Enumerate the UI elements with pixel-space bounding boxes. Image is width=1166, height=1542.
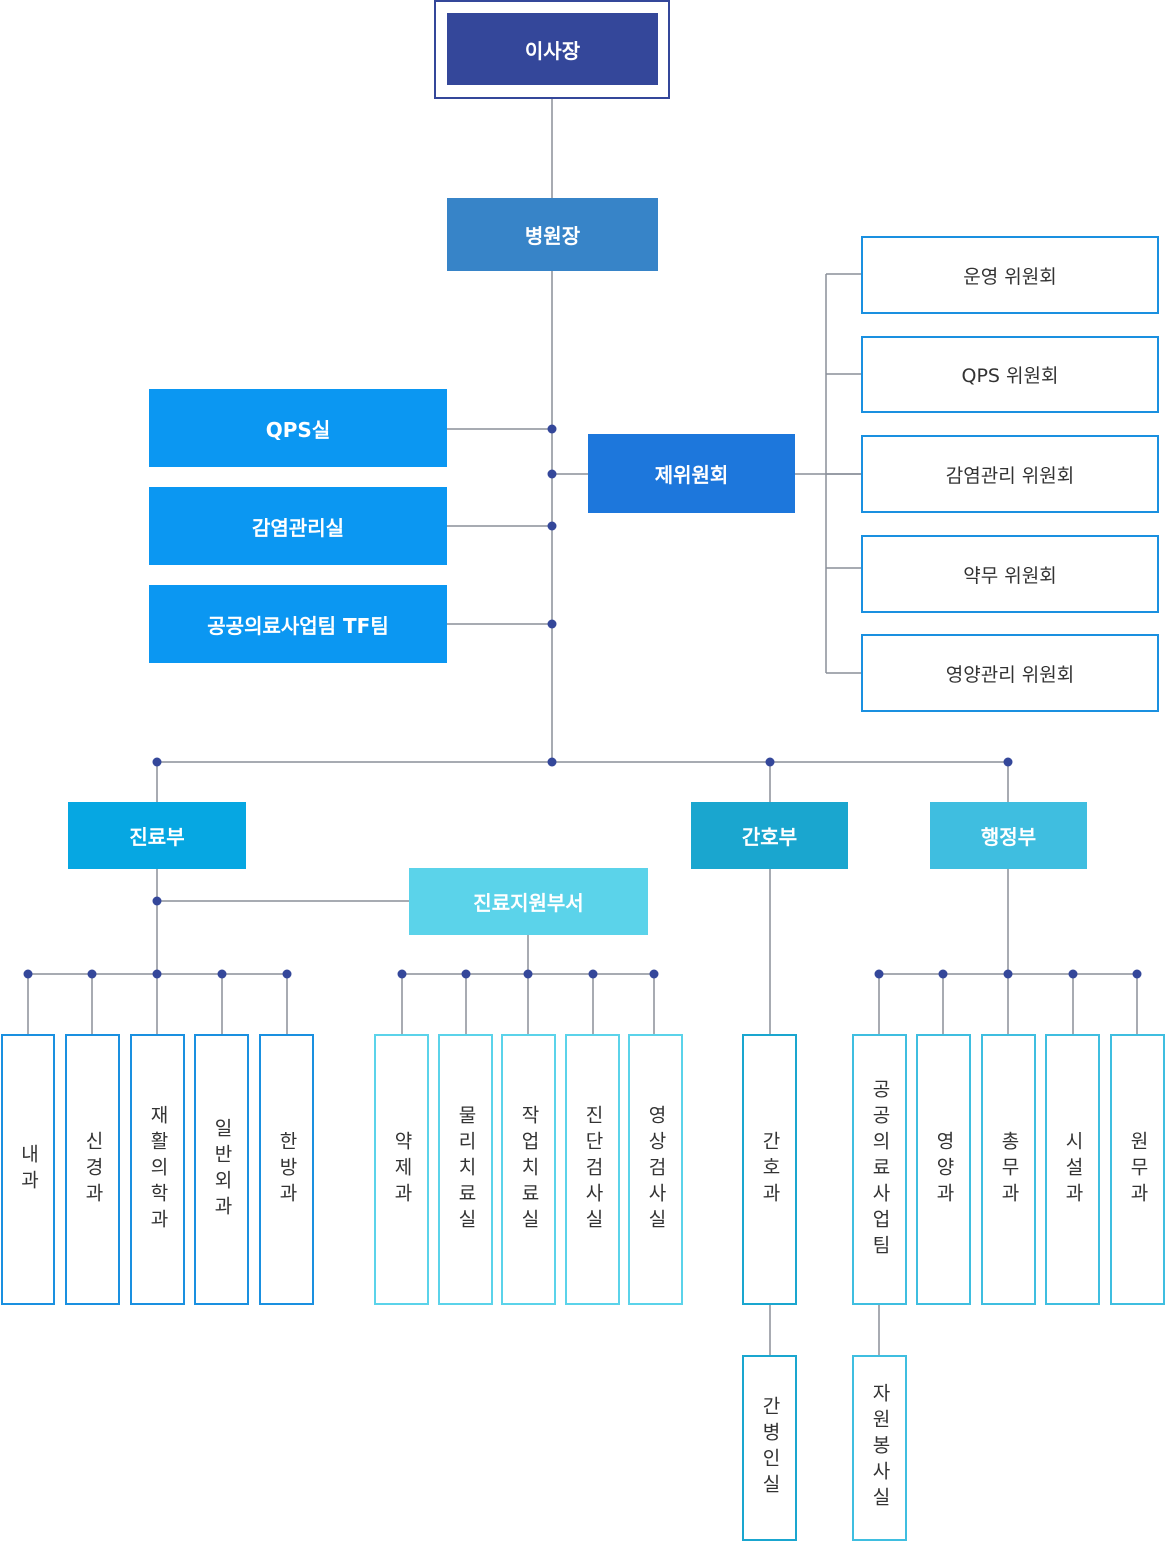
director-label: 병원장	[524, 224, 581, 248]
junction-dot	[461, 969, 471, 979]
committee-pharmacy-label: 약무 위원회	[963, 564, 1057, 587]
junction-dot	[152, 896, 162, 906]
junction-dot	[649, 969, 659, 979]
public-health-tf-label: 공공의료사업팀 TF팀	[207, 613, 389, 638]
admin-dept-box: 행정부	[930, 802, 1087, 869]
unit-label: 물리치료실	[455, 1104, 477, 1235]
unit-label: 간병인실	[759, 1396, 781, 1500]
unit-general-affairs: 총무과	[981, 1034, 1036, 1305]
unit-rehabilitation: 재활의학과	[130, 1034, 185, 1305]
committee-hub-box: 제위원회	[588, 434, 795, 513]
junction-dot	[938, 969, 948, 979]
unit-label: 재활의학과	[147, 1104, 169, 1235]
committee-hub-label: 제위원회	[654, 463, 729, 487]
junction-dot	[87, 969, 97, 979]
junction-dot	[588, 969, 598, 979]
unit-label: 한방과	[276, 1130, 298, 1209]
junction-dot	[874, 969, 884, 979]
unit-public-health-team: 공공의료사업팀	[852, 1034, 907, 1305]
junction-dot	[547, 424, 557, 434]
unit-label: 영양과	[933, 1130, 955, 1209]
committee-operations-box: 운영 위원회	[861, 236, 1159, 314]
chairman-box: 이사장	[447, 13, 658, 85]
unit-label: 일반외과	[211, 1117, 233, 1222]
junction-dot	[1068, 969, 1078, 979]
junction-dot	[765, 757, 775, 767]
junction-dot	[397, 969, 407, 979]
committee-nutrition-box: 영양관리 위원회	[861, 634, 1159, 712]
unit-label: 신경과	[82, 1130, 104, 1209]
unit-imaging: 영상검사실	[628, 1034, 683, 1305]
committee-operations-label: 운영 위원회	[963, 265, 1057, 288]
committee-qps-box: QPS 위원회	[861, 336, 1159, 413]
public-health-tf-box: 공공의료사업팀 TF팀	[149, 585, 447, 663]
unit-pharmacy: 약제과	[374, 1034, 429, 1305]
unit-oriental-medicine: 한방과	[259, 1034, 314, 1305]
unit-neurology: 신경과	[65, 1034, 120, 1305]
committee-infection-box: 감염관리 위원회	[861, 435, 1159, 513]
admin-dept-label: 행정부	[980, 825, 1037, 849]
unit-nutrition: 영양과	[916, 1034, 971, 1305]
unit-lab-test: 진단검사실	[565, 1034, 620, 1305]
unit-label: 공공의료사업팀	[869, 1078, 891, 1261]
committee-nutrition-label: 영양관리 위원회	[945, 663, 1075, 686]
unit-label: 작업치료실	[518, 1104, 540, 1235]
committee-pharmacy-box: 약무 위원회	[861, 535, 1159, 613]
unit-label: 약제과	[391, 1130, 413, 1209]
nursing-dept-box: 간호부	[691, 802, 848, 869]
unit-label: 자원봉사실	[869, 1383, 891, 1513]
medical-dept-box: 진료부	[68, 802, 246, 869]
junction-dot	[1003, 757, 1013, 767]
junction-dot	[547, 469, 557, 479]
unit-label: 원무과	[1127, 1130, 1149, 1209]
unit-administration: 원무과	[1110, 1034, 1165, 1305]
junction-dot	[547, 619, 557, 629]
unit-label: 내과	[17, 1143, 40, 1196]
unit-label: 영상검사실	[645, 1104, 667, 1235]
support-dept-box: 진료지원부서	[409, 868, 648, 935]
support-dept-label: 진료지원부서	[473, 891, 584, 915]
committee-qps-label: QPS 위원회	[961, 365, 1059, 387]
unit-general-surgery: 일반외과	[194, 1034, 249, 1305]
unit-physical-therapy: 물리치료실	[438, 1034, 493, 1305]
unit-label: 진단검사실	[582, 1104, 604, 1235]
chairman-label: 이사장	[524, 38, 581, 63]
nursing-dept-label: 간호부	[741, 825, 798, 849]
qps-office-label: QPS실	[265, 417, 331, 442]
junction-dot	[23, 969, 33, 979]
junction-dot	[152, 757, 162, 767]
unit-facilities: 시설과	[1045, 1034, 1100, 1305]
unit-label: 간호과	[759, 1130, 781, 1209]
unit-label: 시설과	[1062, 1130, 1084, 1209]
unit-occupational-therapy: 작업치료실	[501, 1034, 556, 1305]
junction-dot	[1003, 969, 1013, 979]
unit-label: 총무과	[998, 1130, 1020, 1209]
committee-infection-label: 감염관리 위원회	[945, 464, 1075, 487]
director-box: 병원장	[447, 198, 658, 271]
junction-dot	[1132, 969, 1142, 979]
infection-office-label: 감염관리실	[252, 515, 344, 540]
unit-caregiver: 간병인실	[742, 1355, 797, 1541]
junction-dot	[217, 969, 227, 979]
junction-dot	[152, 969, 162, 979]
unit-internal-medicine: 내과	[1, 1034, 55, 1305]
unit-volunteer: 자원봉사실	[852, 1355, 907, 1541]
infection-office-box: 감염관리실	[149, 487, 447, 565]
junction-dot	[282, 969, 292, 979]
junction-dot	[547, 521, 557, 531]
unit-nursing: 간호과	[742, 1034, 797, 1305]
medical-dept-label: 진료부	[129, 825, 185, 849]
junction-dot	[523, 969, 533, 979]
chairman-frame	[434, 0, 670, 99]
qps-office-box: QPS실	[149, 389, 447, 467]
junction-dot	[547, 757, 557, 767]
